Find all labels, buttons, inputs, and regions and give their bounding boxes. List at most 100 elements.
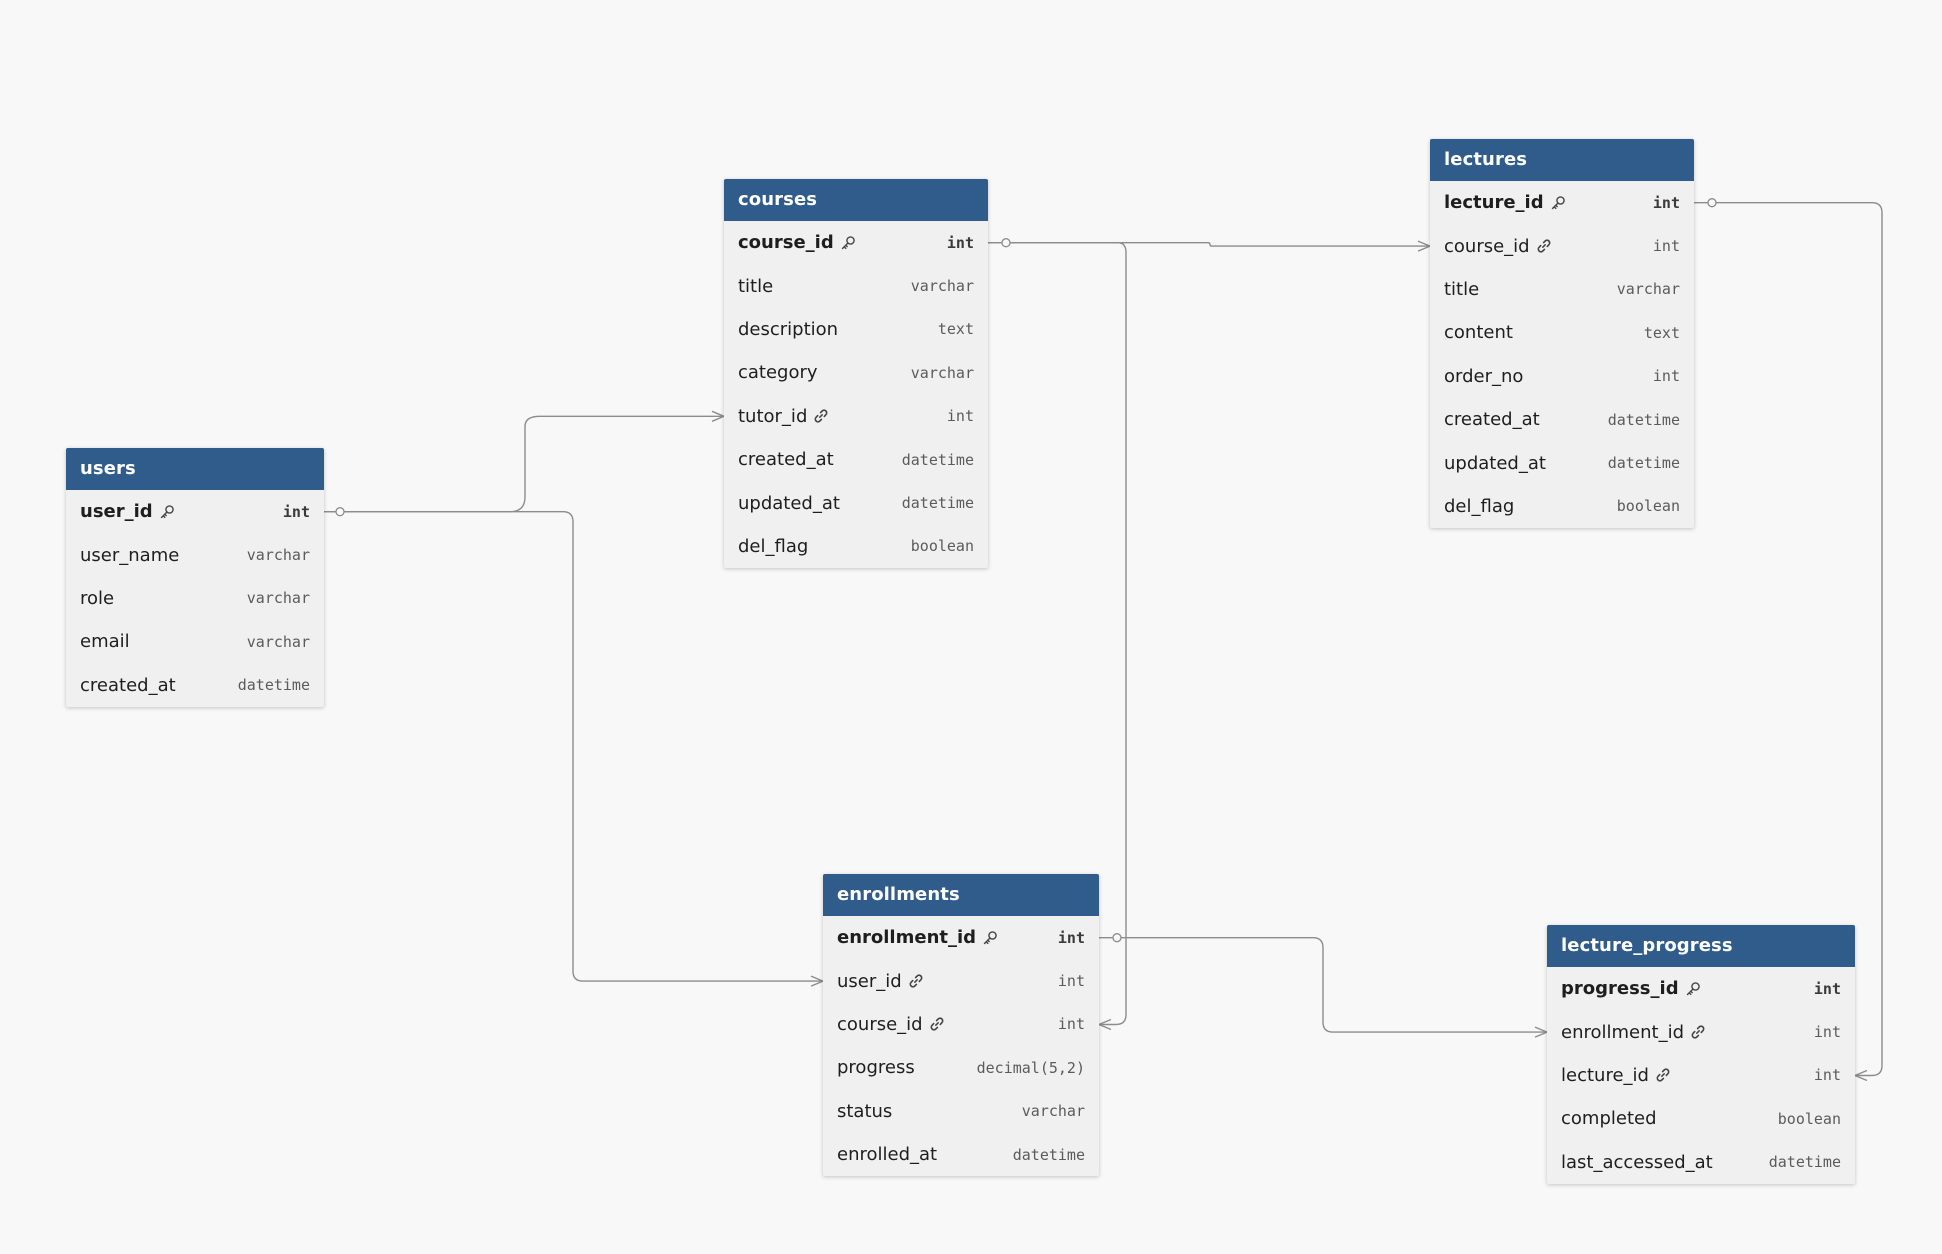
column-name: user_id (80, 501, 153, 523)
column-name-cell: enrollment_id (1561, 1022, 1706, 1043)
column-name-cell: created_at (1444, 409, 1540, 430)
column-row[interactable]: tutor_id int (724, 395, 988, 438)
column-type: boolean (1616, 497, 1680, 516)
table-title[interactable]: lecture_progress (1547, 925, 1855, 967)
column-row[interactable]: description text (724, 308, 988, 351)
column-type: boolean (910, 537, 974, 556)
column-type: int (1813, 1066, 1841, 1085)
many-marker (1853, 1069, 1868, 1082)
column-row[interactable]: title varchar (724, 264, 988, 307)
column-name-cell: status (837, 1101, 892, 1122)
column-type: varchar (246, 589, 310, 608)
column-type: datetime (901, 494, 974, 513)
column-row[interactable]: completed boolean (1547, 1097, 1855, 1140)
column-type: int (946, 407, 974, 426)
foreign-key-link-icon (1690, 1024, 1706, 1040)
column-name: description (738, 318, 839, 340)
column-name: tutor_id (738, 405, 808, 427)
column-type: datetime (1012, 1145, 1085, 1164)
column-row[interactable]: enrollment_id int (1547, 1010, 1855, 1053)
column-type: varchar (910, 277, 974, 296)
foreign-key-link-icon (1655, 1067, 1671, 1083)
column-type: boolean (1777, 1109, 1841, 1128)
column-name-cell: content (1444, 322, 1513, 343)
table-title[interactable]: users (66, 448, 324, 490)
column-name-cell: course_id (738, 232, 856, 253)
column-name-cell: course_id (837, 1014, 945, 1035)
column-type: datetime (237, 676, 310, 695)
one-marker (1001, 238, 1011, 248)
column-type: int (1813, 979, 1841, 998)
many-marker (1097, 1018, 1112, 1031)
column-name: created_at (1444, 409, 1540, 431)
column-name-cell: del_flag (738, 536, 808, 557)
column-name: lecture_id (1561, 1064, 1649, 1086)
column-type: varchar (246, 546, 310, 565)
column-row[interactable]: enrolled_at datetime (823, 1133, 1099, 1176)
column-name: content (1444, 322, 1513, 344)
column-name: email (80, 631, 130, 653)
column-name-cell: user_id (80, 501, 175, 522)
column-name: completed (1561, 1108, 1657, 1130)
column-row[interactable]: role varchar (66, 577, 324, 620)
column-name: created_at (80, 674, 176, 696)
column-type: int (1652, 193, 1680, 212)
column-row[interactable]: lecture_id int (1430, 181, 1694, 224)
column-row[interactable]: updated_at datetime (724, 481, 988, 524)
column-name: course_id (837, 1013, 923, 1035)
column-row[interactable]: lecture_id int (1547, 1054, 1855, 1097)
table-title[interactable]: lectures (1430, 139, 1694, 181)
primary-key-icon (1550, 195, 1566, 211)
column-type: datetime (901, 450, 974, 469)
column-name-cell: description (738, 319, 838, 340)
column-name: updated_at (738, 492, 840, 514)
column-name: del_flag (738, 535, 809, 557)
column-type: text (937, 320, 974, 339)
column-name-cell: role (80, 588, 114, 609)
column-name-cell: completed (1561, 1108, 1657, 1129)
column-name-cell: lecture_id (1444, 192, 1566, 213)
one-marker (1112, 933, 1122, 943)
column-name: enrollment_id (837, 927, 977, 949)
column-type: varchar (1616, 280, 1680, 299)
column-row[interactable]: del_flag boolean (724, 525, 988, 568)
column-name-cell: enrollment_id (837, 927, 998, 948)
column-name: title (738, 275, 774, 297)
column-name-cell: updated_at (1444, 453, 1546, 474)
column-name-cell: tutor_id (738, 406, 829, 427)
column-row[interactable]: created_at datetime (66, 664, 324, 707)
column-type: int (1652, 237, 1680, 256)
column-type: int (1652, 367, 1680, 386)
foreign-key-link-icon (908, 973, 924, 989)
column-name-cell: last_accessed_at (1561, 1152, 1713, 1173)
column-name: enrolled_at (837, 1144, 938, 1166)
table-title[interactable]: courses (724, 179, 988, 221)
column-type: int (1813, 1023, 1841, 1042)
table-title[interactable]: enrollments (823, 874, 1099, 916)
